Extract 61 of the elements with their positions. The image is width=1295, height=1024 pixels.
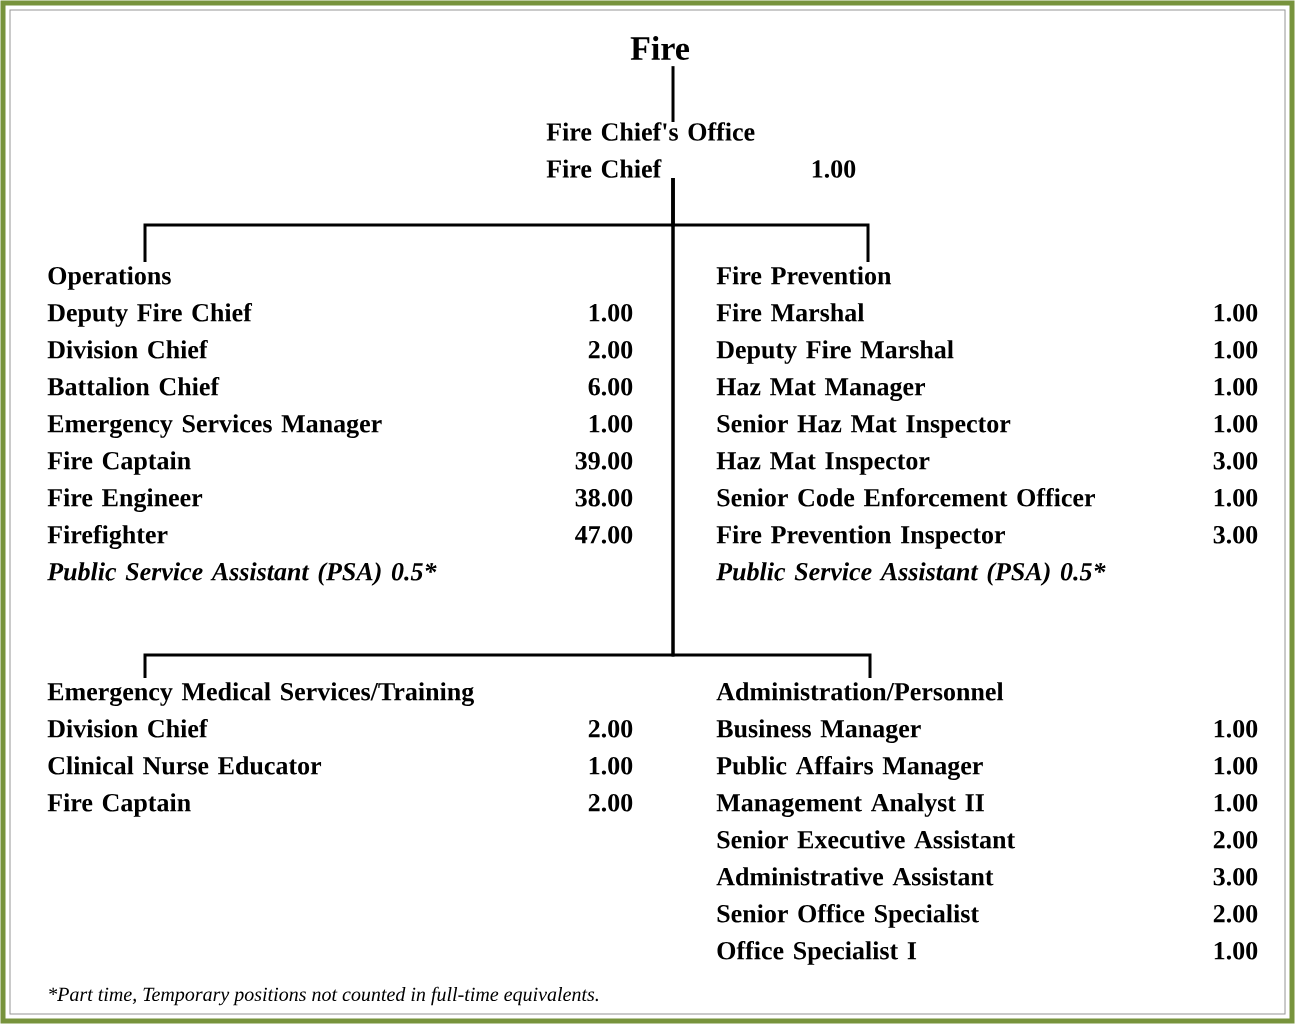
- position-title: Fire Engineer: [47, 488, 203, 512]
- fte-value: 38.00: [575, 488, 633, 507]
- fte-value: 2.00: [588, 793, 633, 812]
- fte-value: 3.00: [1213, 525, 1258, 544]
- section-heading: Emergency Medical Services/Training: [47, 682, 474, 706]
- fte-value: 6.00: [588, 377, 633, 396]
- fte-value: 1.00: [1214, 414, 1258, 433]
- fte-value: 1.00: [589, 414, 633, 433]
- fte-value: 47.00: [575, 525, 633, 544]
- position-title: Division Chief: [47, 718, 208, 738]
- fte-value: 1.00: [1214, 303, 1258, 322]
- fte-value: 1.00: [589, 756, 633, 775]
- position-title: Haz Mat Inspector: [716, 452, 930, 475]
- position-title: Fire Chief: [546, 159, 662, 178]
- note-text: Public Service Assistant (PSA) 0.5*: [716, 562, 1106, 586]
- fte-value: 1.00: [812, 160, 856, 178]
- position-title: Administrative Assistant: [716, 867, 994, 886]
- fte-value: 1.00: [1214, 377, 1258, 396]
- fte-value: 1.00: [1214, 340, 1258, 359]
- position-title: Fire Marshal: [716, 303, 865, 322]
- position-title: Battalion Chief: [47, 376, 220, 396]
- position-title: Deputy Fire Chief: [47, 302, 253, 327]
- note-text: Public Service Assistant (PSA) 0.5*: [47, 562, 437, 586]
- fte-value: 2.00: [1213, 904, 1258, 923]
- position-title: Senior Haz Mat Inspector: [717, 414, 1011, 438]
- fte-value: 2.00: [1213, 830, 1258, 849]
- fte-value: 1.00: [1214, 941, 1258, 960]
- fte-value: 1.00: [1214, 488, 1258, 507]
- fte-value: 1.00: [1214, 719, 1258, 738]
- fte-value: 3.00: [1213, 867, 1258, 886]
- position-title: Fire Captain: [47, 451, 191, 475]
- position-title: Emergency Services Manager: [47, 414, 382, 438]
- position-title: Office Specialist I: [717, 940, 917, 965]
- fte-value: 2.00: [588, 719, 633, 738]
- section-heading: Fire Prevention: [716, 266, 892, 285]
- position-title: Firefighter: [47, 524, 168, 549]
- position-title: Division Chief: [47, 339, 208, 359]
- fte-value: 1.00: [1214, 793, 1258, 812]
- position-title: Senior Office Specialist: [717, 903, 979, 928]
- connector-line: [671, 178, 872, 678]
- footnote-text: *Part time, Temporary positions not counted in full-time equivalents.: [49, 986, 598, 1006]
- position-title: Management Analyst II: [716, 793, 984, 817]
- connector-line: [671, 66, 675, 122]
- section-heading: Operations: [48, 266, 171, 290]
- position-title: Clinical Nurse Educator: [48, 756, 322, 775]
- position-title: Business Manager: [716, 719, 921, 743]
- section-heading: Fire Chief's Office: [546, 122, 755, 141]
- section-heading: Administration/Personnel: [716, 682, 1004, 701]
- title-text: Fire: [630, 36, 690, 60]
- position-title: Haz Mat Manager: [716, 378, 925, 401]
- position-title: Deputy Fire Marshal: [716, 340, 954, 364]
- fte-value: 2.00: [588, 340, 633, 359]
- position-title: Senior Executive Assistant: [717, 830, 1016, 849]
- fte-value: 1.00: [1214, 756, 1258, 775]
- fte-value: 39.00: [575, 451, 633, 470]
- position-title: Public Affairs Manager: [716, 755, 983, 780]
- fte-value: 3.00: [1213, 451, 1258, 470]
- fte-value: 1.00: [589, 303, 633, 322]
- position-title: Fire Captain: [47, 793, 191, 817]
- position-title: Fire Prevention Inspector: [716, 525, 1005, 549]
- position-title: Senior Code Enforcement Officer: [717, 487, 1095, 507]
